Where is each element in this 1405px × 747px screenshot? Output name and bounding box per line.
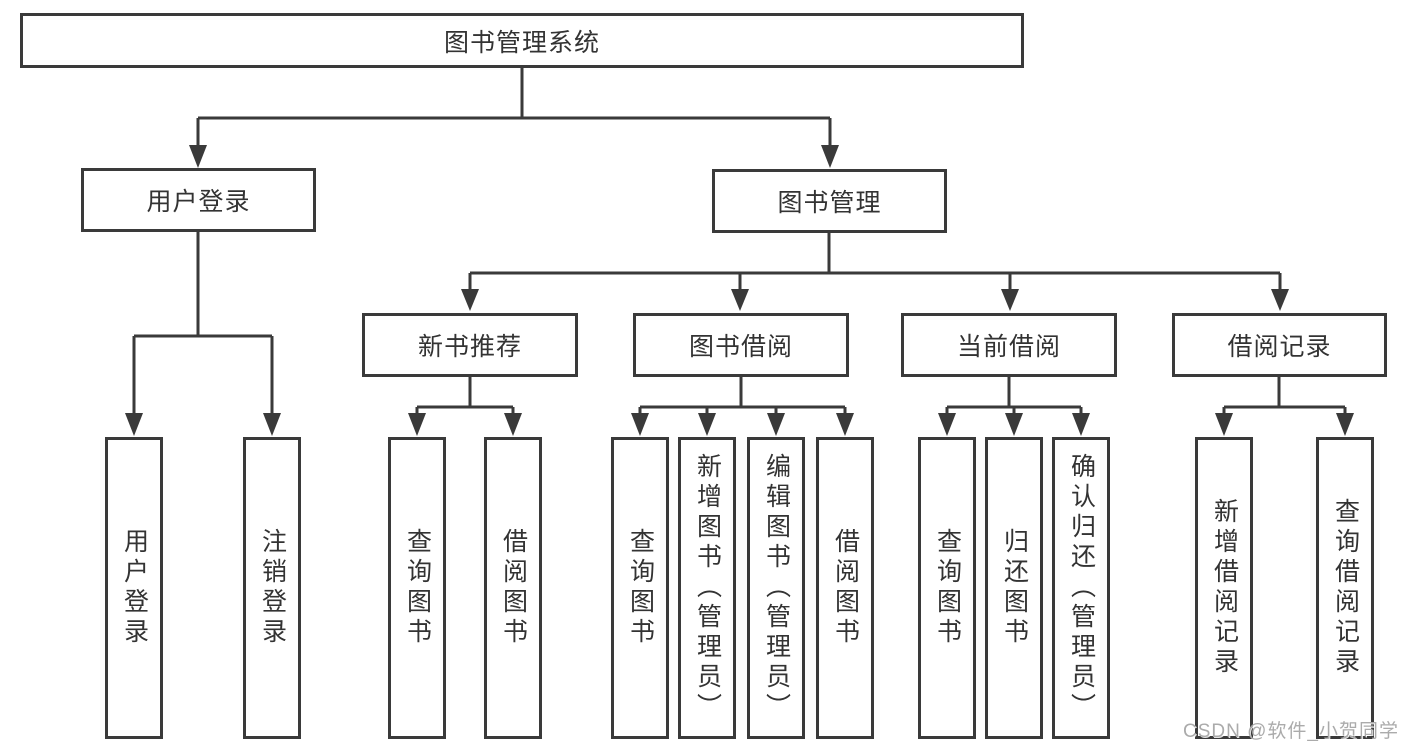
node-label: 查询图书 <box>403 528 432 648</box>
node-leaf-confirm-return-admin: 确认归还（管理员） <box>1052 437 1110 739</box>
connector-new-books-group <box>408 377 522 436</box>
node-label: 新增图书（管理员） <box>693 453 722 723</box>
connector-borrow-records-group <box>1215 377 1354 436</box>
node-leaf-add-books-admin: 新增图书（管理员） <box>678 437 736 739</box>
node-borrow-records: 借阅记录 <box>1172 313 1387 377</box>
node-label: 新增借阅记录 <box>1210 498 1239 678</box>
node-current-borrow: 当前借阅 <box>901 313 1117 377</box>
node-book-management: 图书管理 <box>712 169 947 233</box>
node-label: 借阅图书 <box>499 528 528 648</box>
node-leaf-query-borrow-record: 查询借阅记录 <box>1316 437 1374 739</box>
connector-book-borrow-group <box>631 377 854 436</box>
node-book-borrow: 图书借阅 <box>633 313 849 377</box>
node-new-book-recommend: 新书推荐 <box>362 313 578 377</box>
node-leaf-return-books: 归还图书 <box>985 437 1043 739</box>
connector-root-to-level1 <box>189 68 839 168</box>
node-label: 用户登录 <box>120 528 149 648</box>
node-leaf-user-login: 用户登录 <box>105 437 163 739</box>
connector-current-borrow-group <box>938 377 1090 436</box>
node-label: 查询图书 <box>626 528 655 648</box>
node-label: 查询借阅记录 <box>1331 498 1360 678</box>
node-label: 编辑图书（管理员） <box>762 453 791 723</box>
node-leaf-edit-books-admin: 编辑图书（管理员） <box>747 437 805 739</box>
node-leaf-add-borrow-record: 新增借阅记录 <box>1195 437 1253 739</box>
node-label: 归还图书 <box>1000 528 1029 648</box>
node-leaf-query-books-3: 查询图书 <box>918 437 976 739</box>
node-label: 注销登录 <box>258 528 287 648</box>
node-leaf-query-books-2: 查询图书 <box>611 437 669 739</box>
node-leaf-logout: 注销登录 <box>243 437 301 739</box>
node-leaf-query-books-1: 查询图书 <box>388 437 446 739</box>
node-user-login: 用户登录 <box>81 168 316 232</box>
connector-user-login-group <box>125 232 281 436</box>
node-leaf-borrow-books-2: 借阅图书 <box>816 437 874 739</box>
node-label: 确认归还（管理员） <box>1067 453 1096 723</box>
node-label: 借阅图书 <box>831 528 860 648</box>
node-leaf-borrow-books-1: 借阅图书 <box>484 437 542 739</box>
node-label: 查询图书 <box>933 528 962 648</box>
node-library-management-system: 图书管理系统 <box>20 13 1024 68</box>
csdn-watermark: CSDN @软件_小贺同学 <box>1183 721 1399 742</box>
connector-book-mgmt-to-level2 <box>461 233 1289 311</box>
